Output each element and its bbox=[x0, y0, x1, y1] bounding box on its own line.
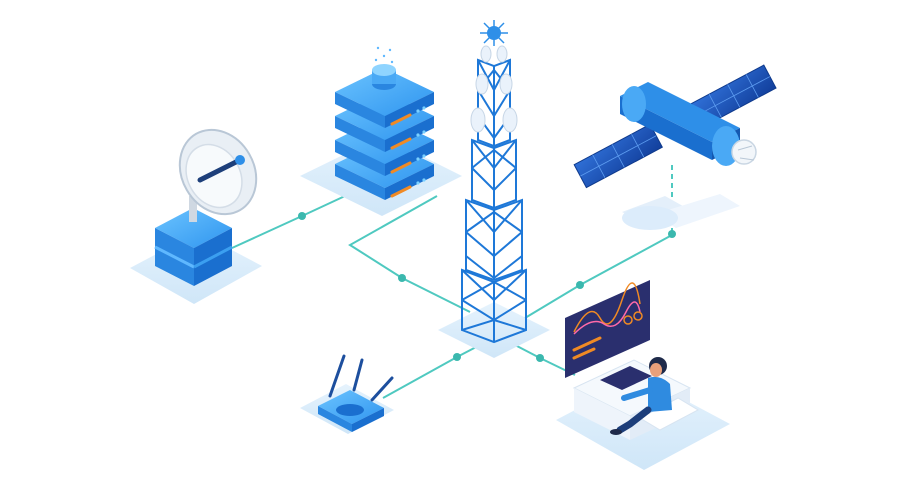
node-dish-server bbox=[298, 212, 306, 220]
wifi-router-icon bbox=[300, 354, 394, 434]
line-server-hub bbox=[348, 195, 471, 313]
connection-lines bbox=[231, 165, 673, 399]
server-rack-icon bbox=[300, 46, 462, 216]
node-router-hub bbox=[453, 353, 461, 361]
satellite-dish-icon bbox=[130, 128, 262, 304]
satellite-icon bbox=[573, 64, 777, 230]
line-router-hub bbox=[382, 344, 481, 399]
node-server-hub bbox=[398, 274, 406, 282]
connection-nodes bbox=[298, 212, 676, 362]
node-satellite bbox=[668, 230, 676, 238]
chart-graphic bbox=[573, 282, 643, 335]
node-hub-workstation bbox=[536, 354, 544, 362]
operator-workstation-icon bbox=[556, 280, 730, 470]
cell-tower-icon bbox=[438, 20, 550, 358]
operator-person bbox=[610, 357, 672, 435]
node-hub-satellite bbox=[576, 281, 584, 289]
